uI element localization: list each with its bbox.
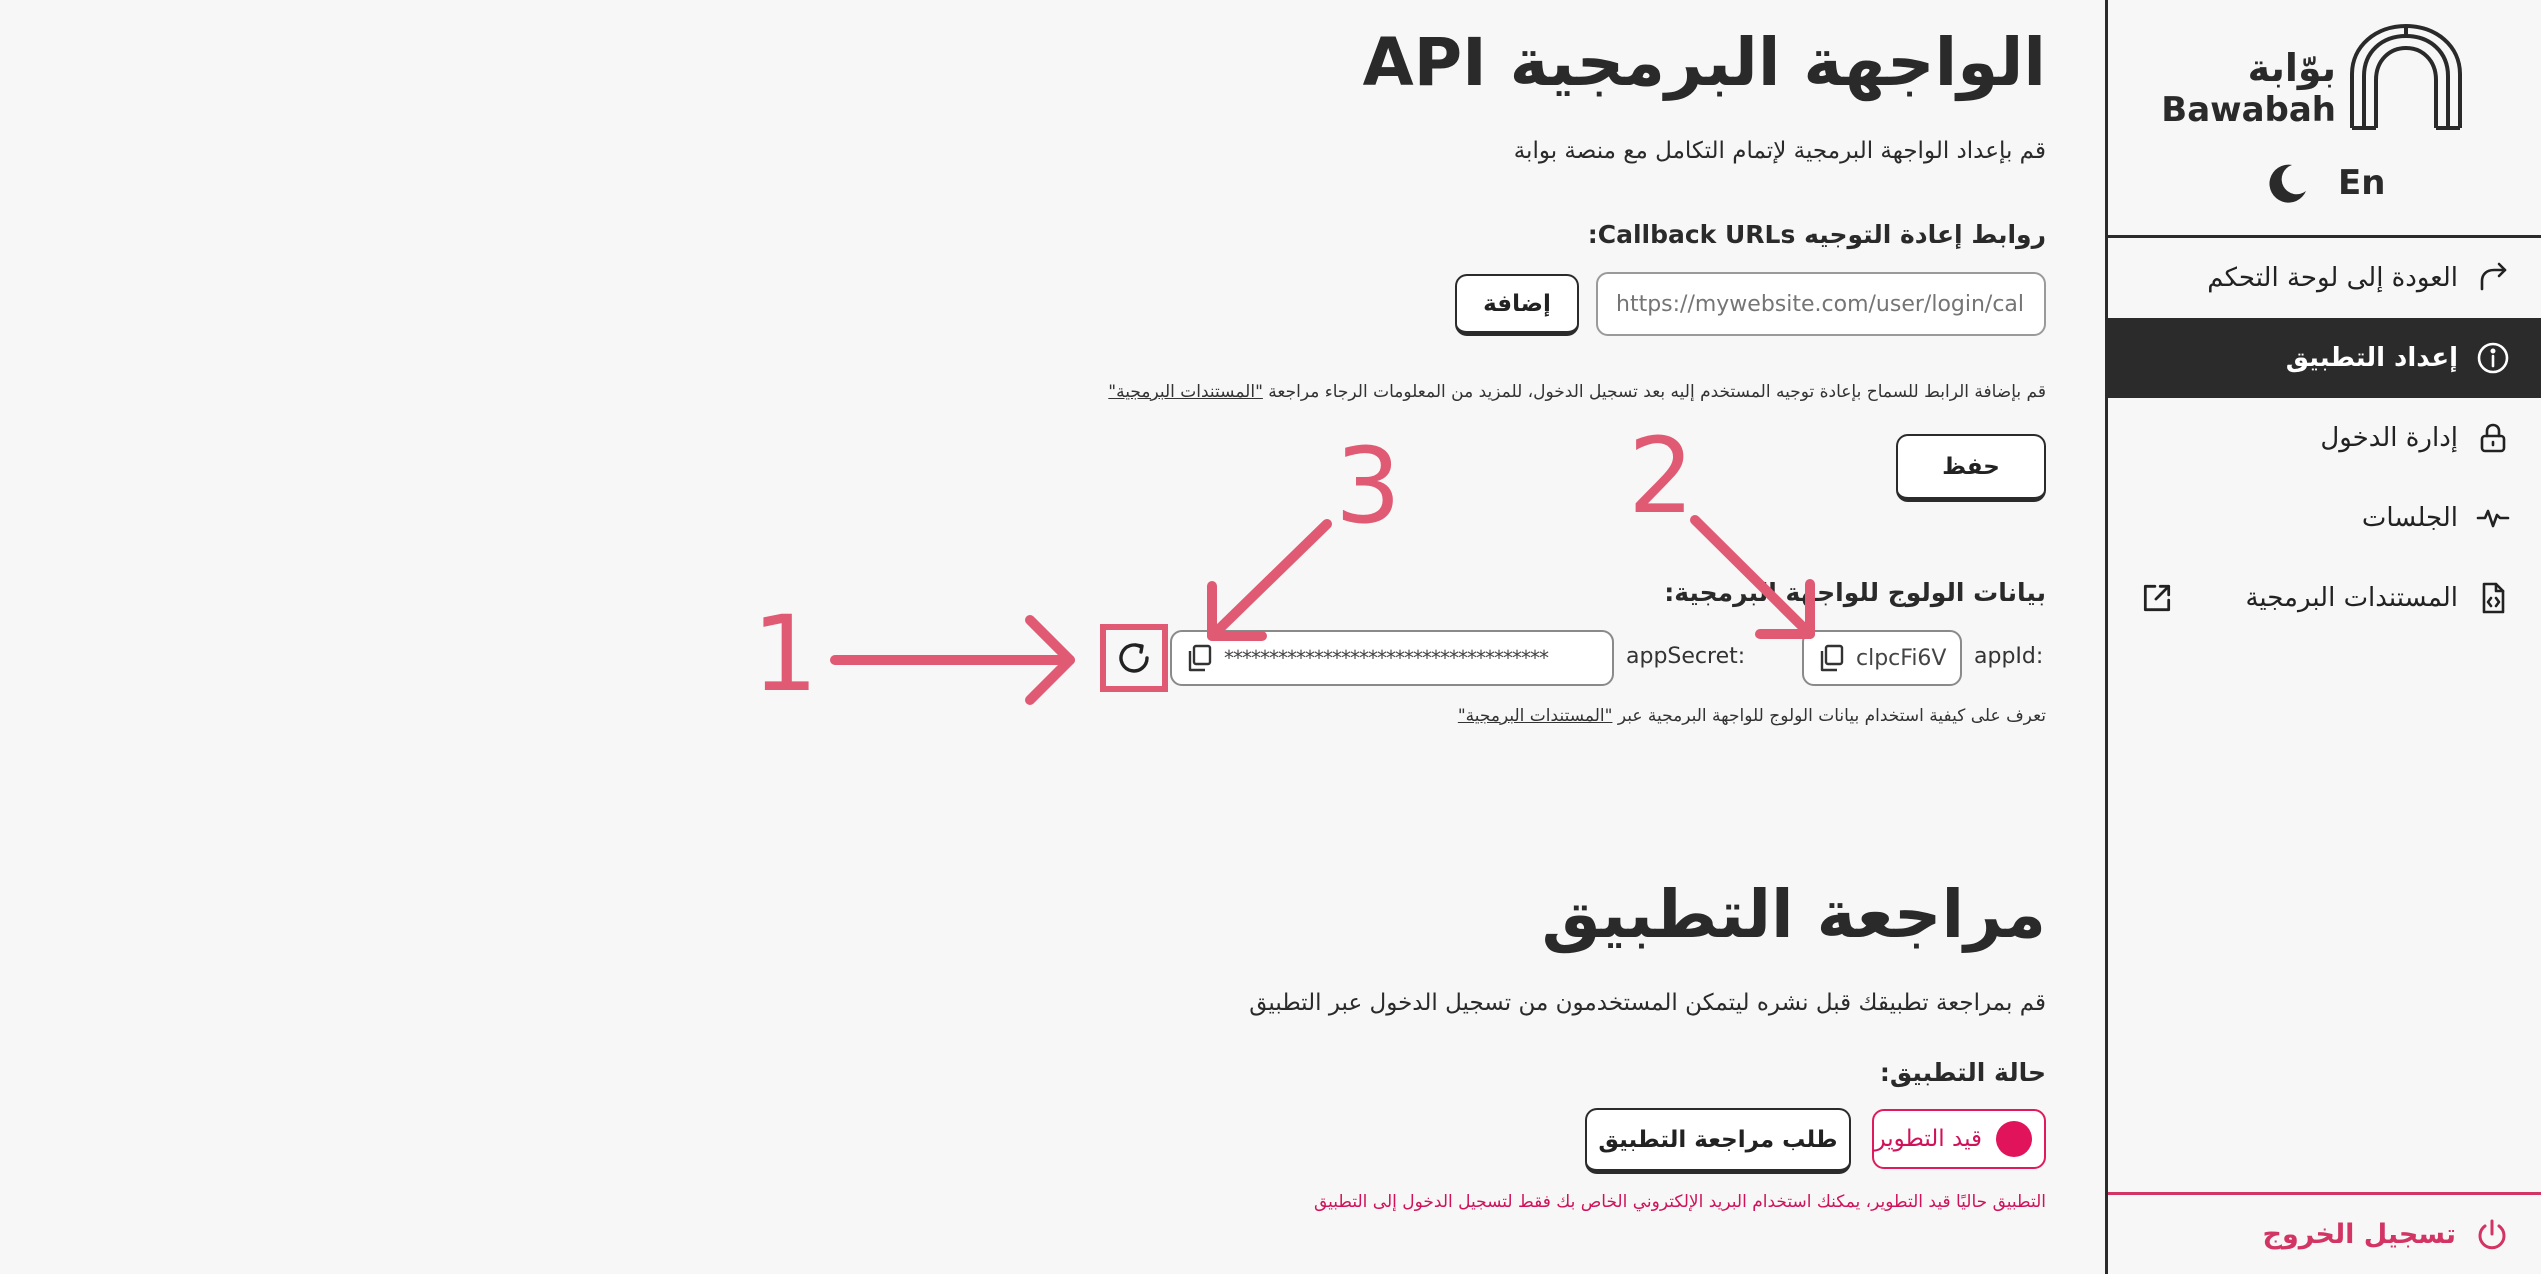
sidebar-divider [2108, 235, 2541, 238]
moon-icon[interactable] [2268, 161, 2308, 205]
docs-link[interactable]: "المستندات البرمجية" [1108, 382, 1263, 402]
sidebar-item-label: الجلسات [2361, 503, 2458, 533]
status-dot-icon [1996, 1121, 2032, 1157]
sidebar-item-back-to-dashboard[interactable]: العودة إلى لوحة التحكم [2108, 238, 2541, 318]
api-section-title: الواجهة البرمجية API [1362, 24, 2046, 101]
brand-name-english: Bawabah [2161, 90, 2336, 130]
callback-note-text: قم بإضافة الرابط للسماح بإعادة توجيه الم… [1268, 382, 2046, 402]
add-callback-button[interactable]: إضافة [1455, 274, 1579, 336]
app-secret-field: ************************************ [1170, 630, 1614, 686]
language-toggle[interactable]: En [2338, 163, 2386, 203]
code-file-icon [2482, 582, 2505, 614]
sidebar-item-label: إدارة الدخول [2320, 423, 2458, 453]
review-section-title: مراجعة التطبيق [1541, 876, 2046, 953]
annotation-number-2: 2 [1628, 415, 1695, 537]
credentials-label: بيانات الولوج للواجهة البرمجية: [1664, 578, 2046, 607]
annotation-number-1: 1 [752, 593, 819, 715]
docs-link[interactable]: "المستندات البرمجية" [1457, 706, 1613, 726]
app-id-field: clpcFi6V [1802, 630, 1962, 686]
annotation-number-3: 3 [1335, 425, 1402, 547]
sidebar-nav: العودة إلى لوحة التحكم إعداد التطبيق إدا… [2108, 238, 2541, 638]
api-section-subtitle: قم بإعداد الواجهة البرمجية لإتمام التكام… [1513, 138, 2046, 164]
logout-label: تسجيل الخروج [2262, 1219, 2456, 1250]
annotation-arrow-2 [1690, 515, 1815, 639]
review-section-subtitle: قم بمراجعة تطبيقك قبل نشره ليتمكن المستخ… [1249, 990, 2046, 1016]
app-status-badge: قيد التطوير [1872, 1109, 2046, 1169]
info-icon [2477, 342, 2509, 374]
app-status-value: قيد التطوير [1874, 1126, 1983, 1152]
brand[interactable]: بوّابة Bawabah [2161, 22, 2486, 132]
refresh-icon [1119, 643, 1149, 673]
sidebar: بوّابة Bawabah En العودة إلى لوحة التحكم… [2105, 0, 2541, 1274]
logout-button[interactable]: تسجيل الخروج [2108, 1192, 2541, 1274]
copy-icon[interactable] [1816, 643, 1846, 673]
sidebar-item-app-setup[interactable]: إعداد التطبيق [2108, 318, 2541, 398]
sidebar-item-login-management[interactable]: إدارة الدخول [2108, 398, 2541, 478]
app-id-value: clpcFi6V [1856, 645, 1947, 671]
callback-label: روابط إعادة التوجيه Callback URLs: [1587, 220, 2046, 249]
power-icon [2478, 1219, 2506, 1249]
request-review-button[interactable]: طلب مراجعة التطبيق [1585, 1108, 1851, 1174]
brand-name-arabic: بوّابة [2247, 46, 2336, 90]
regenerate-secret-button[interactable] [1100, 624, 1168, 692]
app-secret-key: appSecret: [1626, 644, 1746, 669]
return-arrow-icon [2480, 262, 2507, 291]
annotation-arrow-3 [1207, 519, 1332, 641]
language-theme-row: En [2268, 158, 2385, 208]
lock-icon [2480, 423, 2506, 453]
sidebar-item-label: العودة إلى لوحة التحكم [2207, 263, 2458, 293]
arch-logo-icon [2350, 23, 2462, 130]
credentials-note: تعرف على كيفية استخدام بيانات الولوج للو… [1458, 706, 2046, 726]
pulse-icon [2476, 509, 2510, 528]
save-button[interactable]: حفظ [1896, 434, 2046, 502]
external-link-icon [2143, 584, 2171, 612]
copy-icon[interactable] [1184, 643, 1214, 673]
sidebar-item-label: إعداد التطبيق [2285, 343, 2458, 373]
callback-url-input[interactable] [1596, 272, 2046, 336]
brand-text: بوّابة Bawabah [2161, 46, 2336, 130]
sidebar-item-docs[interactable]: المستندات البرمجية [2108, 558, 2541, 638]
sidebar-item-sessions[interactable]: الجلسات [2108, 478, 2541, 558]
callback-note: قم بإضافة الرابط للسماح بإعادة توجيه الم… [1108, 382, 2046, 402]
app-secret-value: ************************************ [1224, 646, 1549, 670]
app-id-key: appId: [1974, 644, 2044, 669]
sidebar-item-label: المستندات البرمجية [2245, 583, 2458, 613]
app-status-label: حالة التطبيق: [1879, 1058, 2046, 1087]
credentials-note-text: تعرف على كيفية استخدام بيانات الولوج للو… [1617, 706, 2046, 726]
app-status-note: التطبيق حاليًا قيد التطوير، يمكنك استخدا… [1313, 1192, 2046, 1212]
